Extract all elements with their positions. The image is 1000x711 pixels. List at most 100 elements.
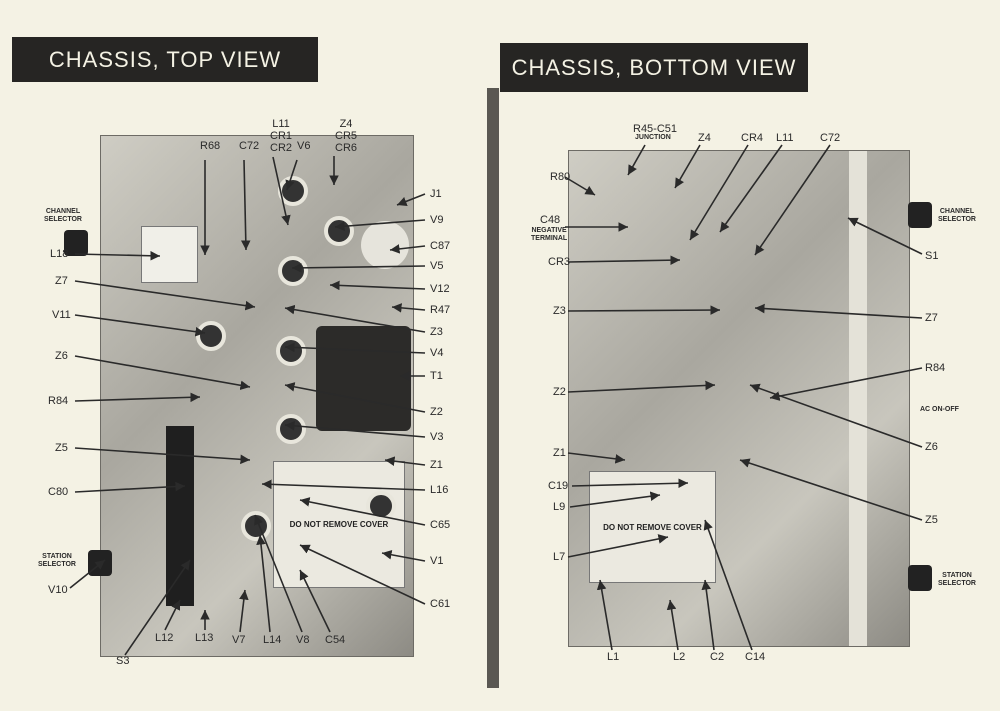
leader-arrow [261, 479, 426, 491]
leader-arrow [74, 280, 256, 311]
callout-label: V9 [430, 214, 444, 226]
callout-label: C61 [430, 598, 451, 610]
chassis-bottom-photo: DO NOT REMOVE COVER [568, 150, 910, 647]
leader-arrow [384, 456, 426, 466]
callout-label: Z4 CR5 CR6 [335, 118, 358, 154]
callout-label: Z5 [55, 442, 68, 454]
leader-arrow [74, 314, 206, 337]
leader-arrow [299, 569, 331, 633]
callout-label: L2 [673, 651, 686, 663]
callout-label: V10 [48, 584, 68, 596]
callout-label: Z3 [553, 305, 566, 317]
leader-arrow [285, 159, 298, 191]
leader-arrow [284, 342, 426, 354]
callout-label: STATION SELECTOR [938, 572, 976, 587]
callout-label: R80 [550, 171, 571, 183]
callout-label: Z5 [925, 514, 938, 526]
cover-plate: DO NOT REMOVE COVER [273, 461, 405, 588]
cover-text: DO NOT REMOVE COVER [289, 520, 389, 529]
leader-arrow [74, 392, 201, 403]
callout-label: R68 [200, 140, 221, 152]
cover-text: DO NOT REMOVE COVER [603, 522, 702, 532]
station-selector-knob-bottom [908, 565, 932, 591]
callout-label: C19 [548, 480, 569, 492]
leader-arrow [74, 481, 186, 493]
callout-label: L14 [263, 634, 282, 646]
leader-arrow [240, 159, 251, 251]
callout-label: V7 [232, 634, 246, 646]
leader-arrow [69, 559, 106, 589]
leader-arrow [239, 589, 249, 633]
callout-label: C80 [48, 486, 69, 498]
leader-arrow [254, 514, 303, 633]
callout-label: V12 [430, 283, 450, 295]
leader-arrow [674, 144, 701, 189]
leader-arrow [596, 579, 613, 651]
callout-label: C72 [820, 132, 841, 144]
callout-label: V8 [296, 634, 310, 646]
callout-label: CR4 [741, 132, 764, 144]
callout-label: V1 [430, 555, 444, 567]
leader-arrow [272, 156, 291, 226]
callout-label: CR3 [548, 256, 571, 268]
callout-label: L1 [607, 651, 620, 663]
callout-label: C48 [540, 214, 561, 226]
callout-label: C65 [430, 519, 451, 531]
channel-selector-knob-bottom [908, 202, 932, 228]
callout-label: Z6 [55, 350, 68, 362]
callout-label: V6 [297, 140, 311, 152]
callout-label: AC ON-OFF [920, 406, 959, 413]
callout-label: C72 [239, 140, 260, 152]
leader-arrow [703, 519, 753, 651]
leader-arrow [666, 599, 679, 651]
callout-label: R45-C51 [633, 123, 678, 135]
leader-arrow [74, 250, 161, 261]
callout-label: CHANNEL SELECTOR [44, 208, 82, 223]
leader-arrow [701, 579, 715, 651]
leader-arrow [124, 559, 191, 656]
callout-label: Z6 [925, 441, 938, 453]
title-top-view: CHASSIS, TOP VIEW [12, 37, 318, 82]
callout-label: V3 [430, 431, 444, 443]
callout-label: STATION SELECTOR [38, 553, 76, 568]
callout-label: R84 [925, 362, 946, 374]
callout-label: V5 [430, 260, 444, 272]
leader-arrow [569, 491, 661, 508]
leader-arrow [334, 219, 426, 232]
transformer-t1 [316, 326, 411, 431]
callout-label: V4 [430, 347, 444, 359]
callout-label: J1 [430, 188, 442, 200]
callout-label: C2 [710, 651, 725, 663]
leader-arrow [74, 447, 251, 465]
callout-label: L7 [553, 551, 566, 563]
leader-arrow [567, 305, 721, 315]
leader-arrow [284, 421, 426, 438]
leader-arrow [567, 255, 681, 265]
leader-arrow [719, 144, 783, 233]
leader-arrow [847, 217, 923, 255]
leader-arrow [74, 355, 251, 391]
callout-label: Z1 [553, 447, 566, 459]
leader-arrow [754, 303, 923, 319]
callout-label: C87 [430, 240, 451, 252]
callout-label: NEGATIVE TERMINAL [531, 227, 568, 242]
callout-label: T1 [430, 370, 443, 382]
callout-label: Z7 [925, 312, 938, 324]
callout-label: L9 [553, 501, 566, 513]
callout-label: C54 [325, 634, 346, 646]
leader-arrow [299, 497, 426, 526]
callout-label: L11 [776, 132, 794, 144]
callout-label: S3 [116, 655, 130, 667]
leader-arrow [396, 193, 426, 206]
callout-label: JUNCTION [635, 134, 671, 141]
callout-label: L18 [50, 248, 69, 260]
leader-arrow [567, 380, 716, 393]
title-bottom-view: CHASSIS, BOTTOM VIEW [500, 43, 808, 92]
leader-arrow [284, 304, 426, 333]
leader-arrow [571, 478, 689, 489]
leader-arrow [381, 550, 426, 562]
callout-label: R84 [48, 395, 69, 407]
leader-arrow [256, 534, 271, 633]
callout-label: L16 [430, 484, 449, 496]
channel-selector-knob-top [64, 230, 88, 256]
